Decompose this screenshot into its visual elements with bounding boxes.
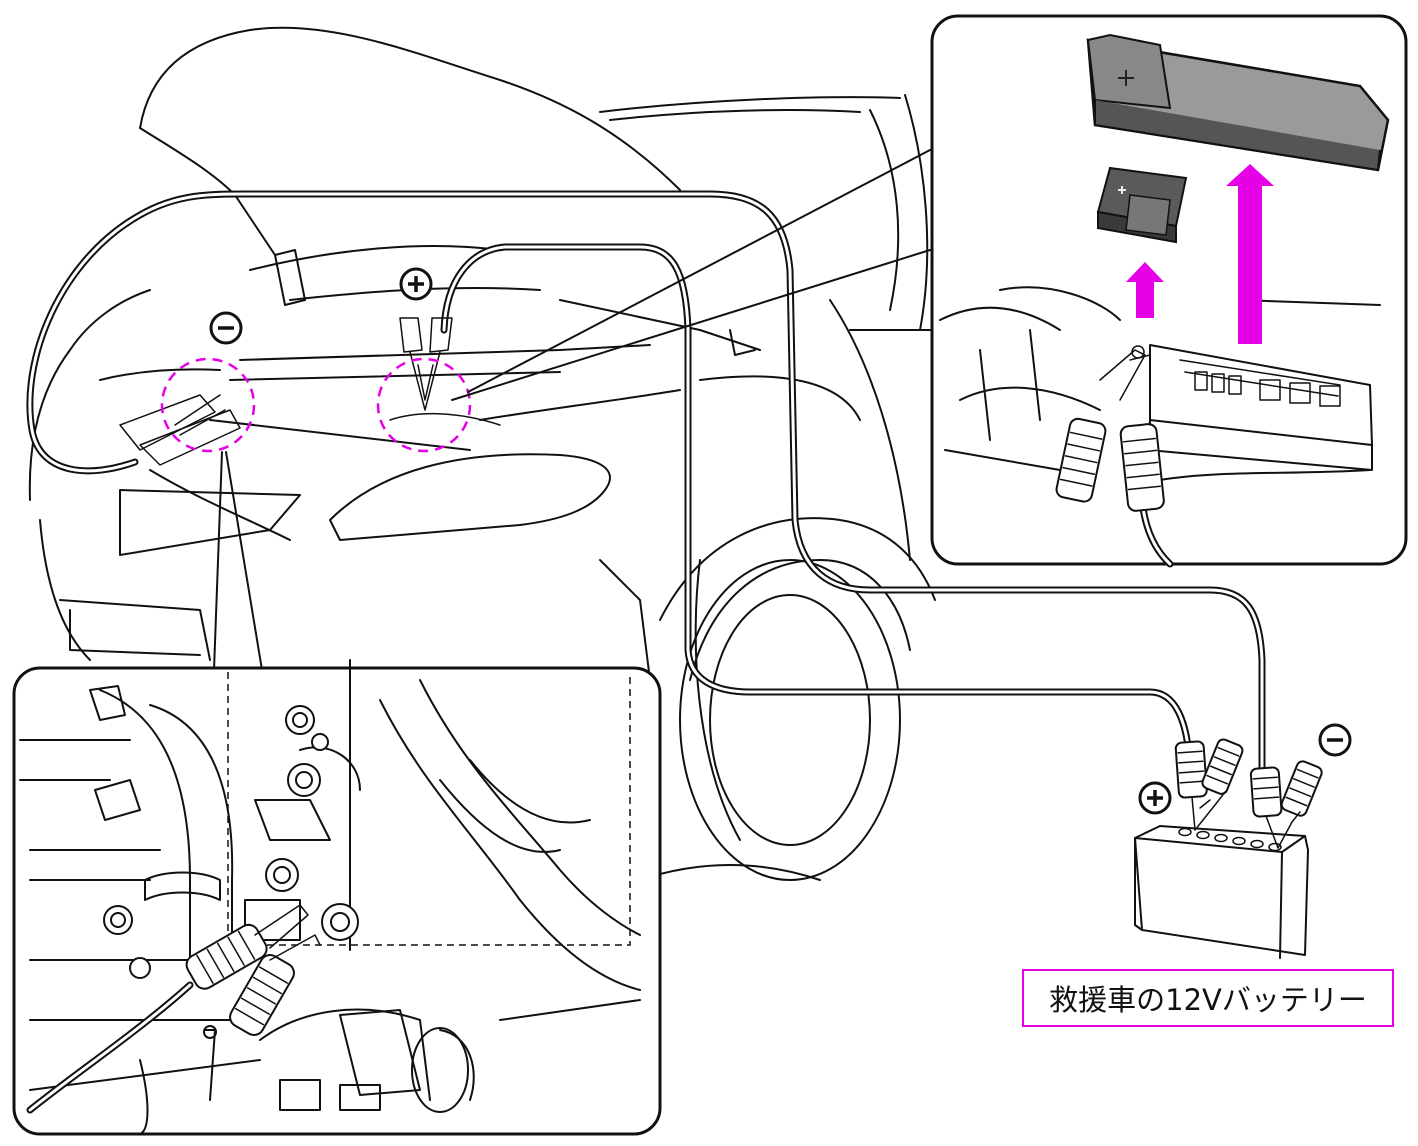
negative-callout-circle (160, 357, 256, 453)
minus-circle-icon (1318, 723, 1352, 757)
negative-clamp-car (119, 394, 241, 466)
minus-circle-icon (209, 311, 243, 345)
plus-circle-icon (1138, 781, 1172, 815)
jumper-cable-positive (440, 243, 1194, 774)
callout-pointer-bottom (213, 451, 263, 671)
inset-fuse-box (930, 14, 1408, 568)
arrow-up-icon (1126, 164, 1274, 344)
rescue-battery-caption: 救援車の12Vバッテリー (1022, 969, 1394, 1027)
positive-clamp-car (389, 317, 501, 426)
plus-circle-icon (399, 267, 433, 301)
jumper-cable-negative (26, 190, 1266, 774)
inset-ground-point (12, 659, 662, 1136)
rescue-battery (1134, 738, 1323, 959)
positive-callout-circle (376, 357, 472, 453)
callout-pointer-top (451, 149, 931, 401)
